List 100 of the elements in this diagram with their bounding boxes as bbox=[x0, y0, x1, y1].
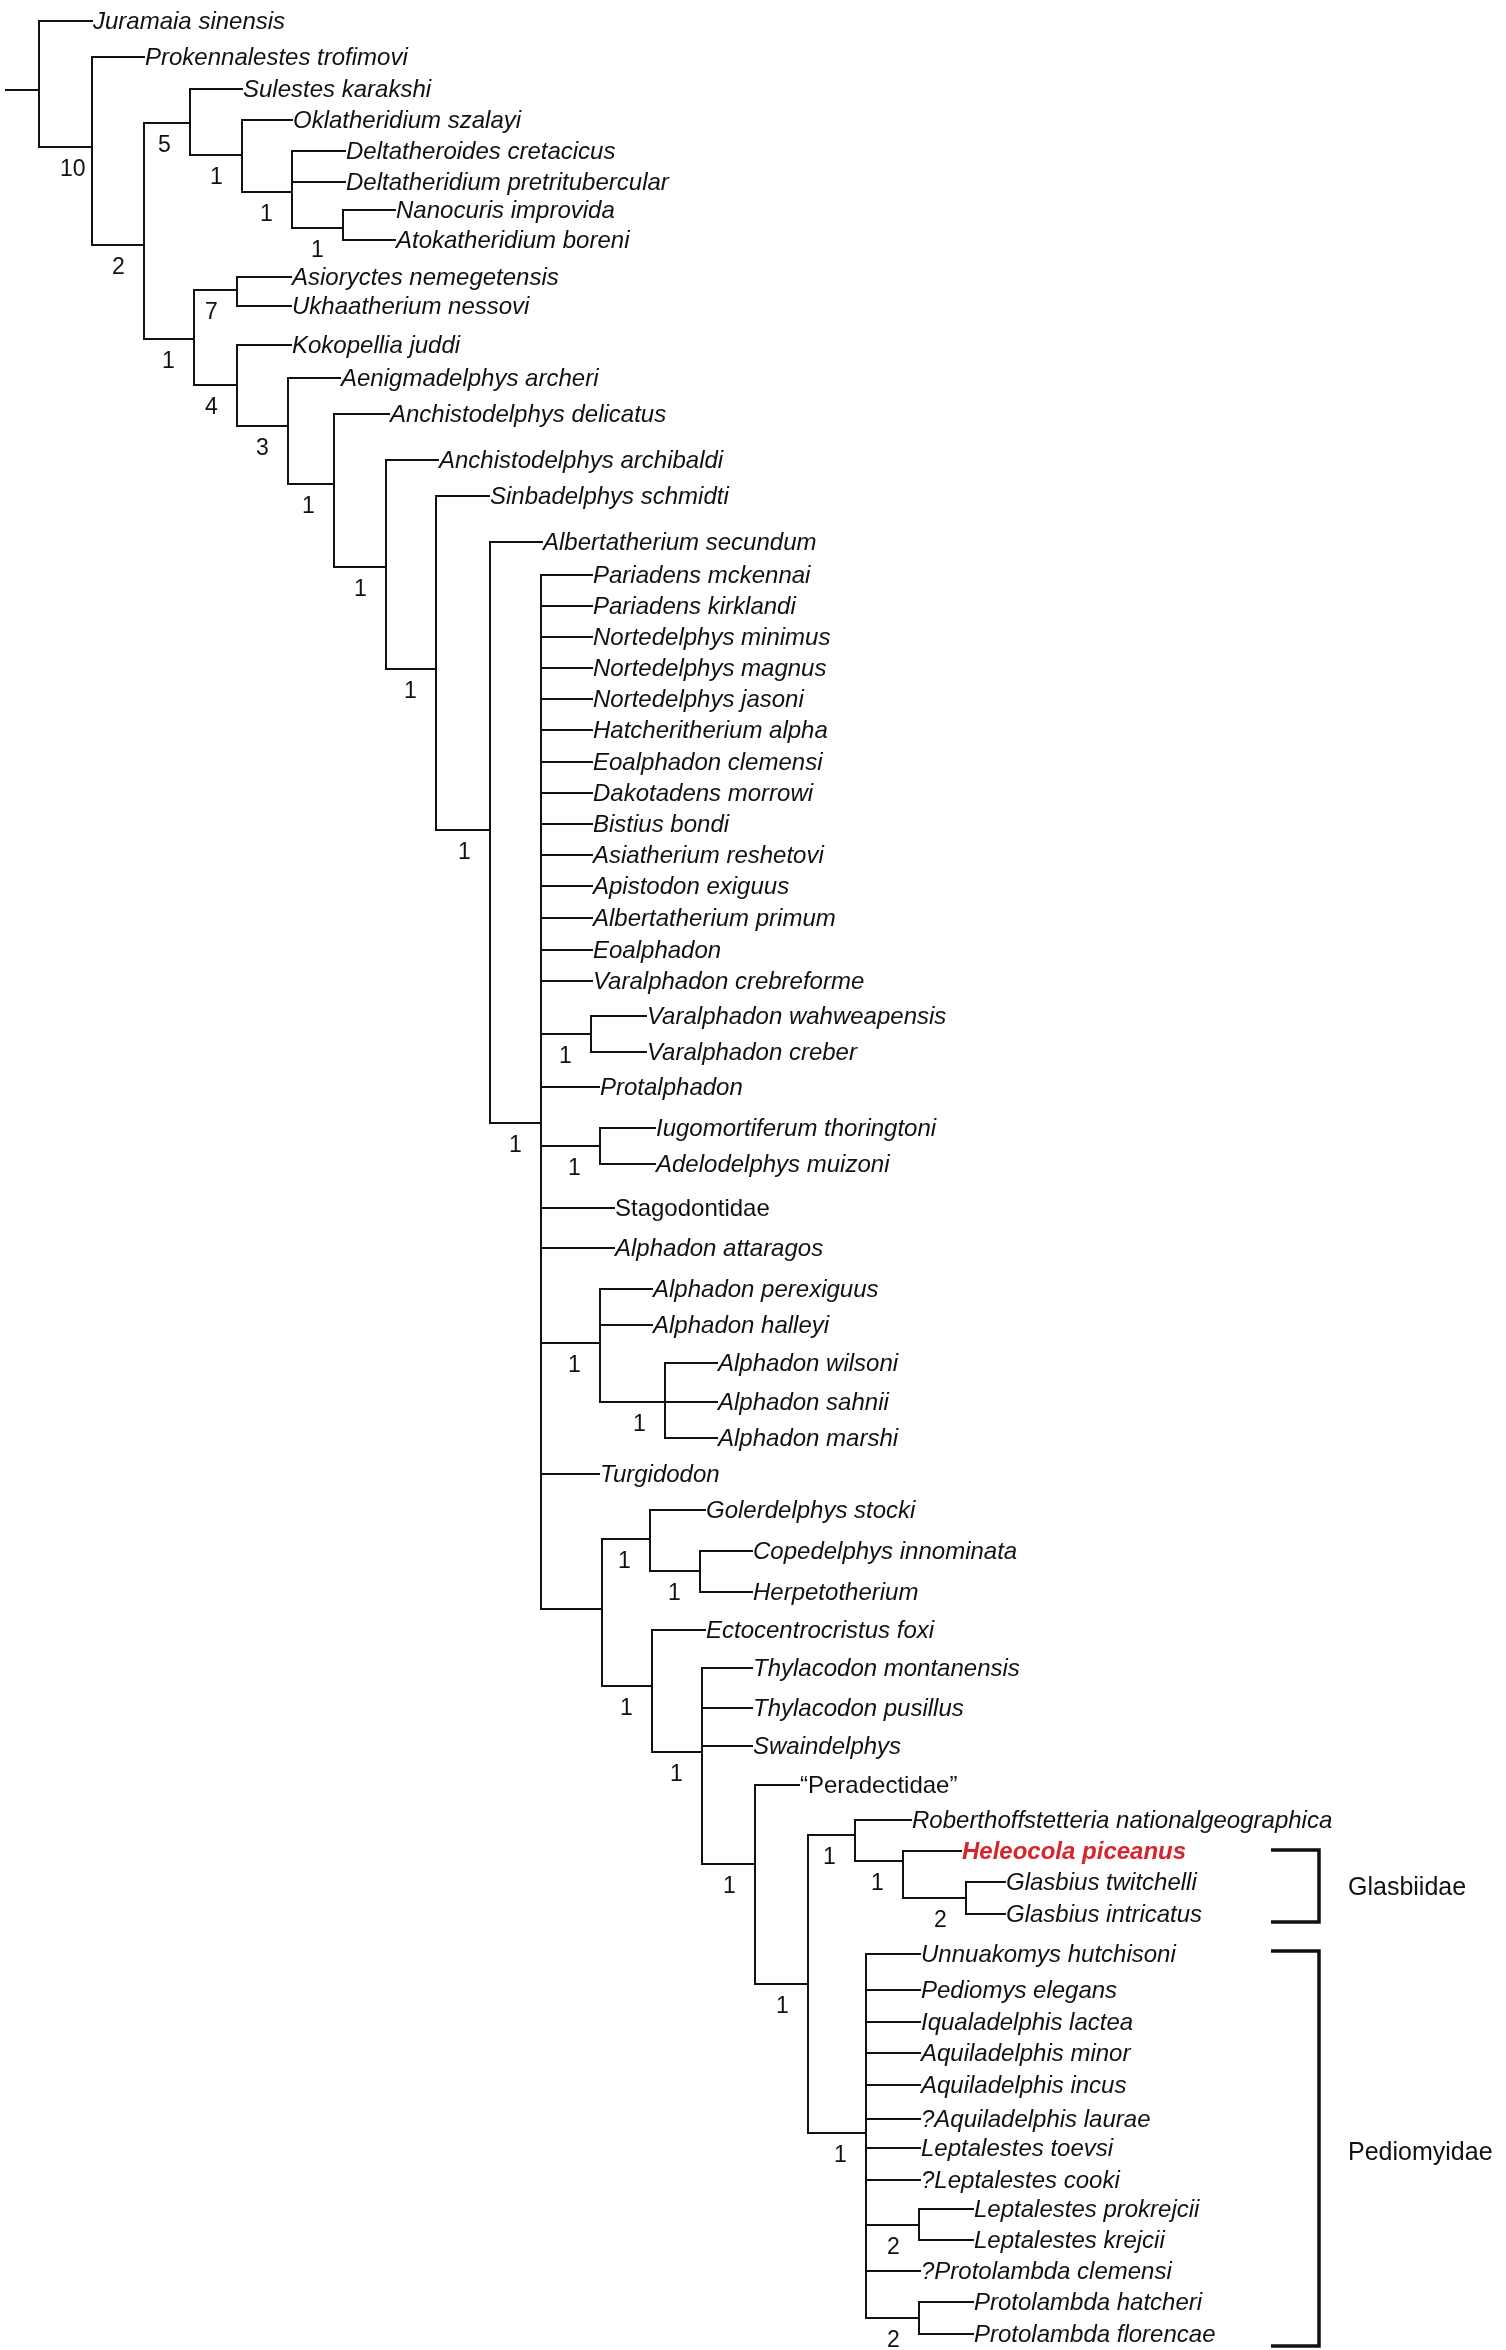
branch-line bbox=[334, 566, 386, 568]
branch-line bbox=[436, 829, 490, 831]
branch-line bbox=[541, 1342, 600, 1344]
branch-line bbox=[650, 1509, 707, 1511]
branch-line bbox=[194, 289, 237, 291]
branch-line bbox=[702, 1863, 755, 1865]
branch-line bbox=[866, 2084, 922, 2086]
taxon-name: Adelodelphys muizoni bbox=[656, 1150, 890, 1178]
taxon-name: Protolambda florencae bbox=[974, 2320, 1216, 2348]
branch-line bbox=[541, 917, 594, 919]
clade-label: Pediomyidae bbox=[1348, 2136, 1493, 2166]
taxon-name: Iqualadelphis lactea bbox=[921, 2008, 1134, 2036]
branch-line bbox=[490, 1122, 541, 1124]
support-value: 1 bbox=[302, 492, 315, 518]
support-value: 2 bbox=[887, 2233, 900, 2259]
taxon-name: Glasbius intricatus bbox=[1006, 1900, 1203, 1928]
taxon-name: Nortedelphys magnus bbox=[593, 654, 827, 682]
taxon-name: Alphadon sahnii bbox=[718, 1388, 889, 1416]
taxon-name: Varalphadon crebreforme bbox=[593, 967, 865, 995]
taxon-name: Dakotadens morrowi bbox=[593, 779, 814, 807]
branch-line bbox=[866, 2118, 922, 2120]
branch-line bbox=[866, 1953, 922, 1955]
taxon-name: ?Aquiladelphis laurae bbox=[921, 2105, 1151, 2133]
taxon-name: Eoalphadon clemensi bbox=[593, 748, 823, 776]
support-value: 1 bbox=[618, 1547, 631, 1573]
support-value: 1 bbox=[260, 200, 273, 226]
branch-line bbox=[541, 854, 594, 856]
branch-line bbox=[541, 1247, 616, 1249]
branch-line bbox=[808, 2132, 866, 2134]
taxon-name: “Peradectidae” bbox=[800, 1771, 958, 1799]
taxon-name: Albertatherium secundum bbox=[543, 528, 817, 556]
support-value: 1 bbox=[210, 163, 223, 189]
taxon-name: Kokopellia juddi bbox=[292, 331, 461, 359]
taxon-name: Varalphadon creber bbox=[647, 1038, 857, 1066]
taxon-name: Heleocola piceanus bbox=[962, 1837, 1187, 1865]
branch-line bbox=[237, 425, 288, 427]
branch-line bbox=[600, 1324, 654, 1326]
support-value: 7 bbox=[205, 298, 218, 324]
branch-line bbox=[242, 191, 292, 193]
support-value: 1 bbox=[458, 838, 471, 864]
taxon-name: Aquiladelphis incus bbox=[921, 2071, 1127, 2099]
taxon-name: Ukhaatherium nessovi bbox=[292, 292, 530, 320]
branch-line bbox=[866, 1989, 922, 1991]
branch-line bbox=[237, 344, 293, 346]
branch-line bbox=[92, 244, 144, 246]
taxon-name: Alphadon wilsoni bbox=[718, 1349, 899, 1377]
support-value: 1 bbox=[670, 1760, 683, 1786]
branch-line bbox=[292, 150, 347, 152]
taxon-name: Stagodontidae bbox=[615, 1194, 770, 1222]
support-value: 5 bbox=[158, 131, 171, 157]
taxon-name: Sulestes karakshi bbox=[243, 75, 432, 103]
taxon-name: Nortedelphys minimus bbox=[593, 623, 831, 651]
branch-line bbox=[144, 338, 194, 340]
branch-line bbox=[288, 483, 334, 485]
branch-line bbox=[292, 227, 343, 229]
branch-line bbox=[541, 823, 594, 825]
support-value: 1 bbox=[568, 1154, 581, 1180]
branch-line bbox=[919, 2239, 975, 2241]
branch-line bbox=[650, 1570, 700, 1572]
branch-line bbox=[541, 1145, 600, 1147]
taxon-name: Alphadon marshi bbox=[718, 1424, 899, 1452]
taxon-name: Pariadens mckennai bbox=[593, 561, 811, 589]
taxon-name: Asiatherium reshetovi bbox=[593, 841, 824, 869]
taxon-name: Ectocentrocristus foxi bbox=[706, 1616, 935, 1644]
branch-line bbox=[700, 1591, 754, 1593]
taxon-name: Albertatherium primum bbox=[593, 904, 836, 932]
branch-line bbox=[541, 885, 594, 887]
branch-line bbox=[755, 1983, 808, 1985]
taxon-name: Aenigmadelphys archeri bbox=[341, 364, 599, 392]
taxon-name: Alphadon halleyi bbox=[653, 1311, 830, 1339]
taxon-name: Pariadens kirklandi bbox=[593, 592, 796, 620]
taxon-name: Anchistodelphys delicatus bbox=[390, 400, 667, 428]
branch-line bbox=[541, 605, 594, 607]
branch-line bbox=[702, 1667, 754, 1669]
taxon-name: Oklatheridium szalayi bbox=[293, 106, 522, 134]
branch-line bbox=[541, 636, 594, 638]
taxon-name: Alphadon perexiguus bbox=[653, 1275, 879, 1303]
taxon-name: Herpetotherium bbox=[753, 1578, 919, 1606]
taxon-name: Pediomys elegans bbox=[921, 1976, 1118, 2004]
branch-line bbox=[39, 146, 92, 148]
branch-line bbox=[237, 305, 293, 307]
taxon-name: ?Leptalestes cooki bbox=[921, 2166, 1120, 2194]
support-value: 1 bbox=[162, 347, 175, 373]
branch-line bbox=[237, 276, 293, 278]
branch-line bbox=[919, 2333, 975, 2335]
branch-line bbox=[702, 1707, 754, 1709]
taxon-name: Aquiladelphis minor bbox=[921, 2039, 1131, 2067]
branch-line bbox=[702, 1745, 754, 1747]
taxon-name: Roberthoffstetteria nationalgeographica bbox=[912, 1806, 1333, 1834]
support-value: 1 bbox=[633, 1410, 646, 1436]
taxon-name: Varalphadon wahweapensis bbox=[647, 1002, 947, 1030]
branch-line bbox=[866, 2147, 922, 2149]
branch-line bbox=[39, 20, 94, 22]
taxon-name: Eoalphadon bbox=[593, 936, 722, 964]
branch-line bbox=[4, 89, 39, 91]
branch-line bbox=[866, 2224, 919, 2226]
branch-line bbox=[190, 88, 244, 90]
branch-line bbox=[541, 667, 594, 669]
branch-line bbox=[866, 2179, 922, 2181]
support-value: 1 bbox=[823, 1843, 836, 1869]
